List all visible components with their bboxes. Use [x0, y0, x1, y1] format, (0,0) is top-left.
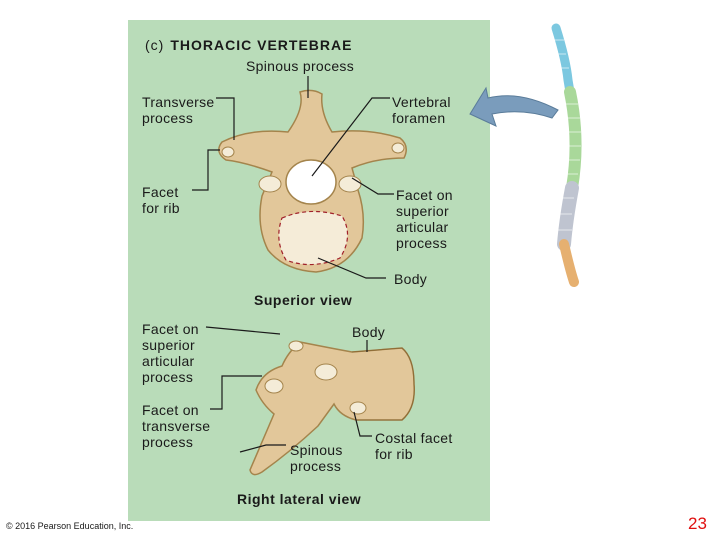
- page-number: 23: [688, 514, 707, 533]
- label-body-side: Body: [352, 324, 386, 340]
- spine-column: [551, 23, 582, 287]
- copyright-notice: © 2016 Pearson Education, Inc.: [6, 521, 134, 531]
- leader-lines: [192, 76, 394, 453]
- label-facet-transverse-process: Facet on transverse process: [142, 402, 211, 450]
- label-spinous-process-top: Spinous process: [246, 58, 355, 74]
- pointer-arrow: [469, 86, 559, 127]
- label-transverse-process: Transverse process: [142, 94, 215, 126]
- label-facet-superior-articular-side: Facet on superior articular process: [142, 321, 199, 385]
- label-facet-superior-articular-top: Facet on superior articular process: [396, 187, 453, 251]
- label-superior-view: Superior view: [254, 292, 353, 308]
- label-facet-for-rib: Facet for rib: [142, 184, 180, 216]
- label-vertebral-foramen: Vertebral foramen: [392, 94, 451, 126]
- figure-title: (c) THORACIC VERTEBRAE: [145, 37, 352, 53]
- label-spinous-process-side: Spinous process: [290, 442, 343, 474]
- lateral-view-vertebra: [249, 340, 415, 476]
- figure-title-text: THORACIC VERTEBRAE: [170, 37, 353, 53]
- label-right-lateral-view: Right lateral view: [237, 491, 362, 507]
- label-costal-facet: Costal facet for rib: [375, 430, 453, 462]
- label-body-top: Body: [394, 271, 428, 287]
- figure-tag: (c): [145, 37, 165, 53]
- superior-view-vertebra: [218, 89, 407, 273]
